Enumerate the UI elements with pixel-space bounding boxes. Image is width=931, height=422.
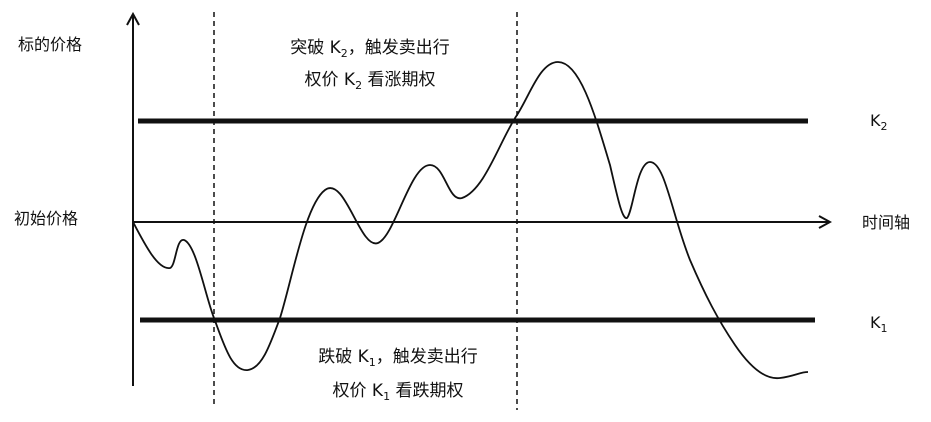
y-axis-label: 标的价格 (18, 35, 82, 54)
x-axis-label: 时间轴 (862, 213, 910, 232)
upper-note-line1: 突破 K2，触发卖出行 (290, 38, 450, 60)
lower-note-line1: 跌破 K1，触发卖出行 (318, 347, 478, 369)
k2-label: K2 (870, 111, 888, 133)
upper-note-line2: 权价 K2 看涨期权 (305, 70, 436, 92)
price-path-curve (132, 61, 809, 379)
k1-label: K1 (870, 313, 888, 335)
lower-note-line2: 权价 K1 看跌期权 (333, 381, 464, 403)
initial-price-label: 初始价格 (14, 209, 78, 228)
